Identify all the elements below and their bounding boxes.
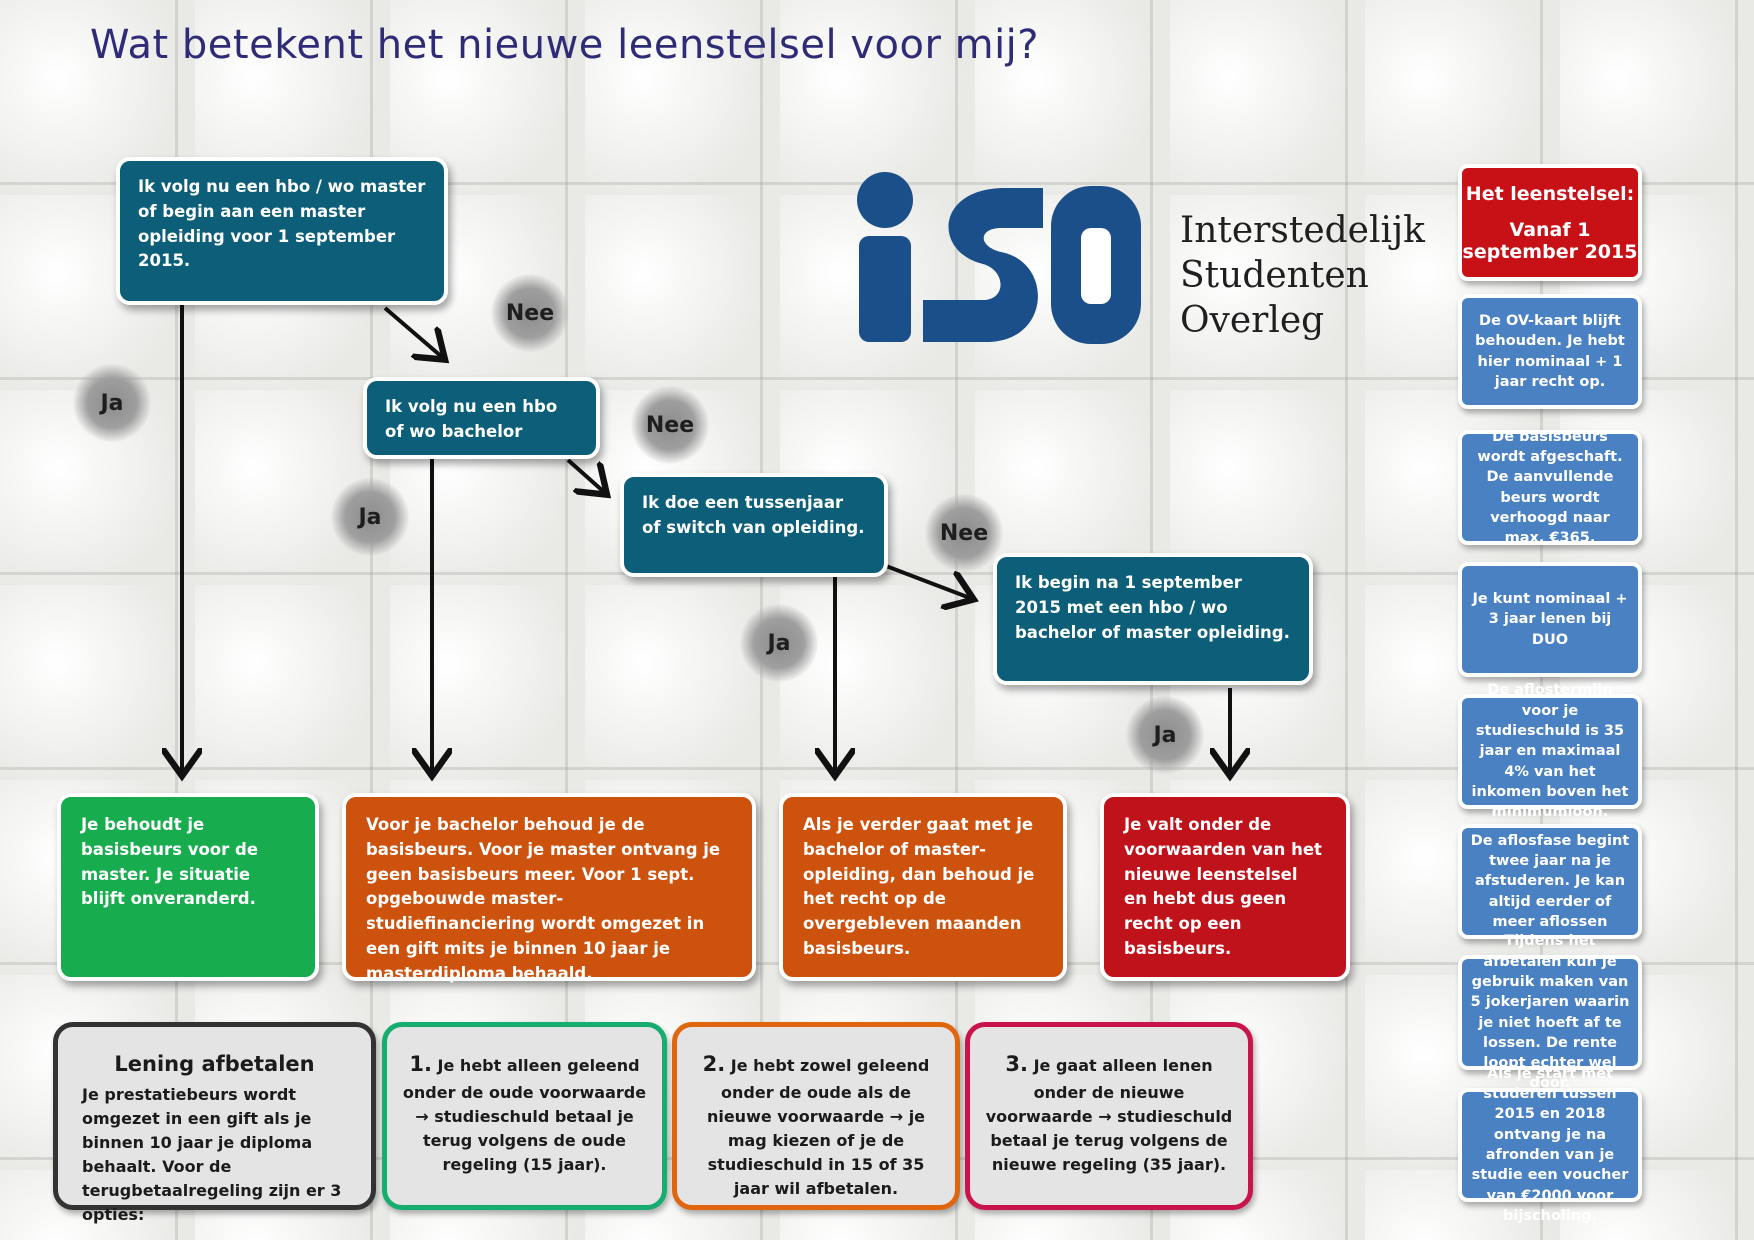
repayment-option-3-box: 3. Je gaat alleen lenen onder de nieuwe …	[965, 1022, 1253, 1210]
arrow-q2-nee	[566, 458, 604, 492]
sidebar-item-text: Tijdens het afbetalen kun je gebruik mak…	[1470, 933, 1630, 1092]
question-4-text: Ik begin na 1 september 2015 met een hbo…	[1015, 573, 1290, 642]
outcome-2-box: Voor je bachelor behoud je de basisbeurs…	[342, 793, 756, 983]
sidebar-item-text: De aflostermijn voor je studieschuld is …	[1471, 682, 1629, 821]
nee-bubble-2: Nee	[631, 386, 709, 464]
arrow-q3-nee	[885, 564, 970, 598]
sidebar-item-text: Als je start met studeren tussen 2015 en…	[1471, 1065, 1629, 1224]
outcome-3-text: Als je verder gaat met je bachelor of ma…	[803, 815, 1035, 958]
outcome-3-box: Als je verder gaat met je bachelor of ma…	[779, 793, 1067, 981]
repayment-heading: Lening afbetalen	[114, 1052, 315, 1076]
repayment-intro-text: Je prestatiebeurs wordt omgezet in een g…	[82, 1084, 342, 1224]
ja-bubble-2: Ja	[331, 478, 409, 556]
question-1-text: Ik volg nu een hbo / wo master of begin …	[138, 177, 426, 271]
repayment-option-2-box: 2. Je hebt zowel geleend onder de oude a…	[672, 1022, 960, 1210]
nee-bubble-1: Nee	[491, 274, 569, 352]
outcome-2-text: Voor je bachelor behoud je de basisbeurs…	[366, 815, 721, 983]
logo-line-3: Overleg	[1180, 300, 1325, 341]
ja-bubble-3: Ja	[740, 604, 818, 682]
page-title: Wat betekent het nieuwe leenstelsel voor…	[90, 22, 1040, 68]
sidebar-header-line-1: Het leenstelsel:	[1465, 182, 1635, 205]
question-2-text: Ik volg nu een hbo of wo bachelor	[385, 397, 558, 441]
option-2-text: Je hebt zowel geleend onder de oude als …	[706, 1056, 930, 1198]
option-1-text: Je hebt alleen geleend onder de oude voo…	[402, 1056, 647, 1174]
option-3-text: Je gaat alleen lenen onder de nieuwe voo…	[985, 1056, 1233, 1174]
ja-bubble-4: Ja	[1126, 696, 1204, 774]
iso-logo-icon	[857, 172, 1141, 344]
sidebar-item-text: De basisbeurs wordt afgeschaft. De aanvu…	[1477, 428, 1623, 547]
repayment-option-1-box: 1. Je hebt alleen geleend onder de oude …	[382, 1022, 667, 1210]
sidebar-header-line-2: Vanaf 1 september 2015	[1462, 218, 1638, 263]
question-2-box: Ik volg nu een hbo of wo bachelor	[363, 377, 600, 459]
sidebar-item: De aflosfase begint twee jaar na je afst…	[1458, 824, 1642, 939]
sidebar-item-text: Je kunt nominaal + 3 jaar lenen bij DUO	[1472, 591, 1628, 648]
outcome-4-text: Je valt onder de voorwaarden van het nie…	[1124, 815, 1322, 958]
nee-bubble-3: Nee	[925, 494, 1003, 572]
sidebar-item: Als je start met studeren tussen 2015 en…	[1458, 1066, 1642, 1224]
arrow-q1-nee	[383, 306, 442, 357]
option-1-number: 1.	[409, 1052, 432, 1076]
repayment-intro-box: Lening afbetalen Je prestatiebeurs wordt…	[53, 1022, 376, 1224]
sidebar-item-text: De aflosfase begint twee jaar na je afst…	[1470, 832, 1630, 930]
sidebar-header: Het leenstelsel: Vanaf 1 september 2015	[1458, 164, 1642, 281]
option-3-number: 3.	[1005, 1052, 1028, 1076]
sidebar-item: Tijdens het afbetalen kun je gebruik mak…	[1458, 933, 1642, 1091]
sidebar-item: Je kunt nominaal + 3 jaar lenen bij DUO	[1458, 562, 1642, 677]
ja-bubble-1: Ja	[73, 364, 151, 442]
question-4-box: Ik begin na 1 september 2015 met een hbo…	[993, 553, 1313, 685]
question-1-box: Ik volg nu een hbo / wo master of begin …	[116, 157, 448, 305]
logo-line-1: Interstedelijk	[1180, 210, 1425, 251]
question-3-box: Ik doe een tussenjaar of switch van ople…	[620, 473, 888, 577]
outcome-1-box: Je behoudt je basisbeurs voor de master.…	[57, 793, 319, 981]
sidebar-item: De basisbeurs wordt afgeschaft. De aanvu…	[1458, 429, 1642, 546]
sidebar-item: De OV-kaart blijft behouden. Je hebt hie…	[1458, 294, 1642, 409]
logo-line-2: Studenten	[1180, 255, 1369, 296]
question-3-text: Ik doe een tussenjaar of switch van ople…	[642, 493, 865, 537]
sidebar-item: De aflostermijn voor je studieschuld is …	[1458, 682, 1642, 820]
outcome-1-text: Je behoudt je basisbeurs voor de master.…	[81, 815, 259, 909]
sidebar-item-text: De OV-kaart blijft behouden. Je hebt hie…	[1475, 312, 1625, 390]
option-2-number: 2.	[702, 1052, 726, 1076]
outcome-4-box: Je valt onder de voorwaarden van het nie…	[1100, 793, 1350, 981]
